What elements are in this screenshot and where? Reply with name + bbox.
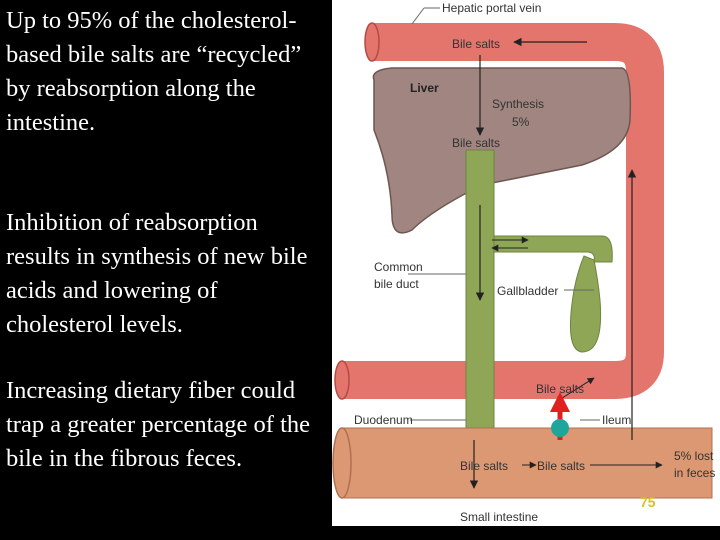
label-common-bile-duct-1: Common — [374, 260, 423, 274]
label-lost-in-feces-1: 5% lost — [674, 449, 714, 463]
gallbladder — [569, 255, 602, 353]
label-synthesis: Synthesis — [492, 97, 544, 111]
small-intestine — [341, 427, 713, 499]
label-synthesis-percent: 5% — [512, 115, 530, 129]
label-ileum: Ileum — [602, 413, 631, 427]
label-hepatic-portal-vein: Hepatic portal vein — [442, 1, 541, 15]
label-bile-salts-top: Bile salts — [452, 37, 500, 51]
label-lost-in-feces-2: in feces — [674, 466, 715, 480]
label-gallbladder: Gallbladder — [497, 284, 558, 298]
vein-opening-top — [364, 22, 380, 62]
paragraph-inhibition: Inhibition of reabsorption results in sy… — [6, 209, 308, 338]
label-duodenum: Duodenum — [354, 413, 413, 427]
vein-opening-bottom — [334, 360, 350, 400]
enterohepatic-circulation-diagram: Hepatic portal vein Bile salts Liver Syn… — [332, 0, 720, 526]
intestine-opening — [332, 427, 352, 499]
label-bile-salts-intestine-1: Bile salts — [460, 459, 508, 473]
slide-number: 75 — [640, 494, 656, 510]
label-small-intestine: Small intestine — [460, 510, 538, 524]
label-bile-salts-liver: Bile salts — [452, 136, 500, 150]
ileum-reabsorption-marker — [551, 419, 569, 437]
label-bile-salts-intestine-2: Bile salts — [537, 459, 585, 473]
portal-vein — [342, 23, 664, 399]
label-bile-salts-ileum: Bile salts — [536, 382, 584, 396]
paragraph-fiber: Increasing dietary fiber could trap a gr… — [6, 377, 311, 472]
paragraph-recycling: Up to 95% of the cholesterol-based bile … — [6, 7, 302, 136]
label-liver: Liver — [410, 81, 439, 95]
label-common-bile-duct-2: bile duct — [374, 277, 419, 291]
